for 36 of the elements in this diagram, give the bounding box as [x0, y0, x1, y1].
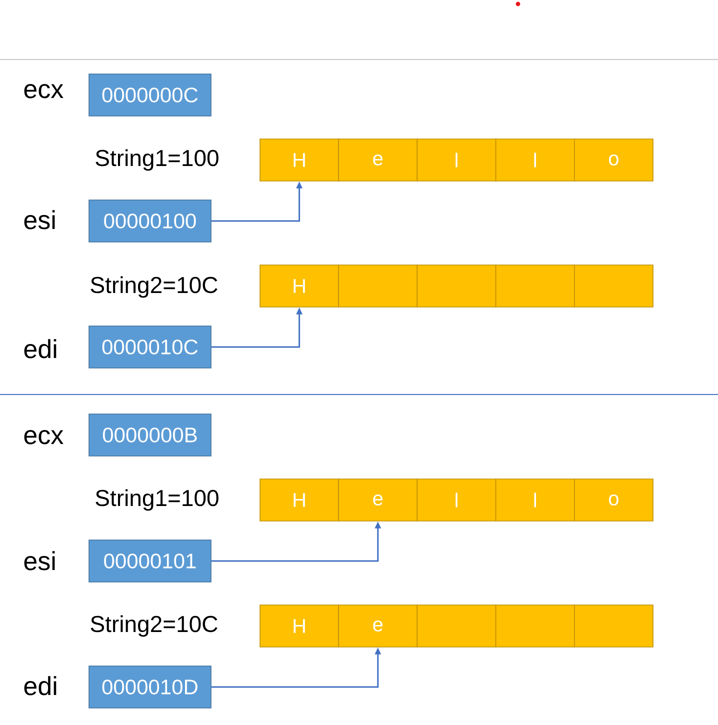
array-cell [416, 604, 496, 648]
array-cell: H [260, 264, 339, 308]
register-box: 0000000B [88, 414, 212, 456]
register-box: 00000101 [88, 540, 212, 582]
string-label: String2=10C [90, 276, 218, 298]
register-name: ecx [24, 84, 64, 98]
array-cell [495, 604, 575, 648]
array-cell: o [574, 138, 654, 182]
array-cell: l [495, 138, 575, 182]
array-cell: H [260, 604, 339, 648]
string-label: String1=100 [96, 489, 218, 511]
array-cell: l [416, 478, 496, 522]
array-cell [338, 264, 418, 308]
register-name: edi [24, 676, 56, 696]
register-name: esi [24, 210, 55, 230]
array-cell: e [338, 478, 418, 522]
array-cell [416, 264, 496, 308]
register-name: ecx [24, 430, 64, 444]
register-name: esi [24, 551, 55, 570]
register-box: 0000010C [88, 326, 212, 368]
string-label: String1=100 [96, 149, 218, 171]
register-box: 0000010D [88, 666, 212, 708]
register-name: edi [24, 339, 56, 358]
array-cell: e [338, 604, 418, 648]
array-cell [574, 604, 654, 648]
array-cell: e [338, 138, 418, 182]
array-cell [574, 264, 654, 308]
array-cell: H [260, 138, 339, 182]
array-cell: o [574, 478, 654, 522]
register-box: 0000000C [88, 74, 212, 116]
array-cell: H [260, 478, 339, 522]
string-label: String2=10C [90, 615, 218, 637]
array-cell: l [495, 478, 575, 522]
register-box: 00000100 [88, 200, 212, 242]
array-cell [495, 264, 575, 308]
array-cell: l [416, 138, 496, 182]
